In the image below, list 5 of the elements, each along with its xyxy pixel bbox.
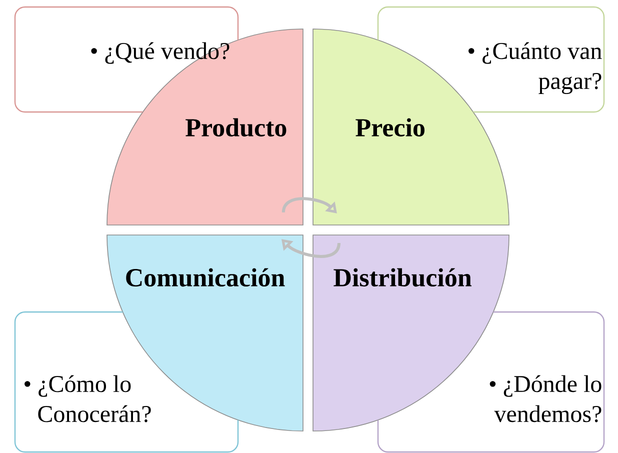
curved-arrow bbox=[282, 197, 337, 214]
text-box: • ¿Cuánto van pagar? bbox=[377, 6, 605, 113]
text-box: • ¿Dónde lo vendemos? bbox=[377, 311, 605, 453]
text-box: • ¿Qué vendo? bbox=[14, 6, 239, 113]
text-box: • ¿Cómo lo Conocerán? bbox=[14, 311, 239, 453]
